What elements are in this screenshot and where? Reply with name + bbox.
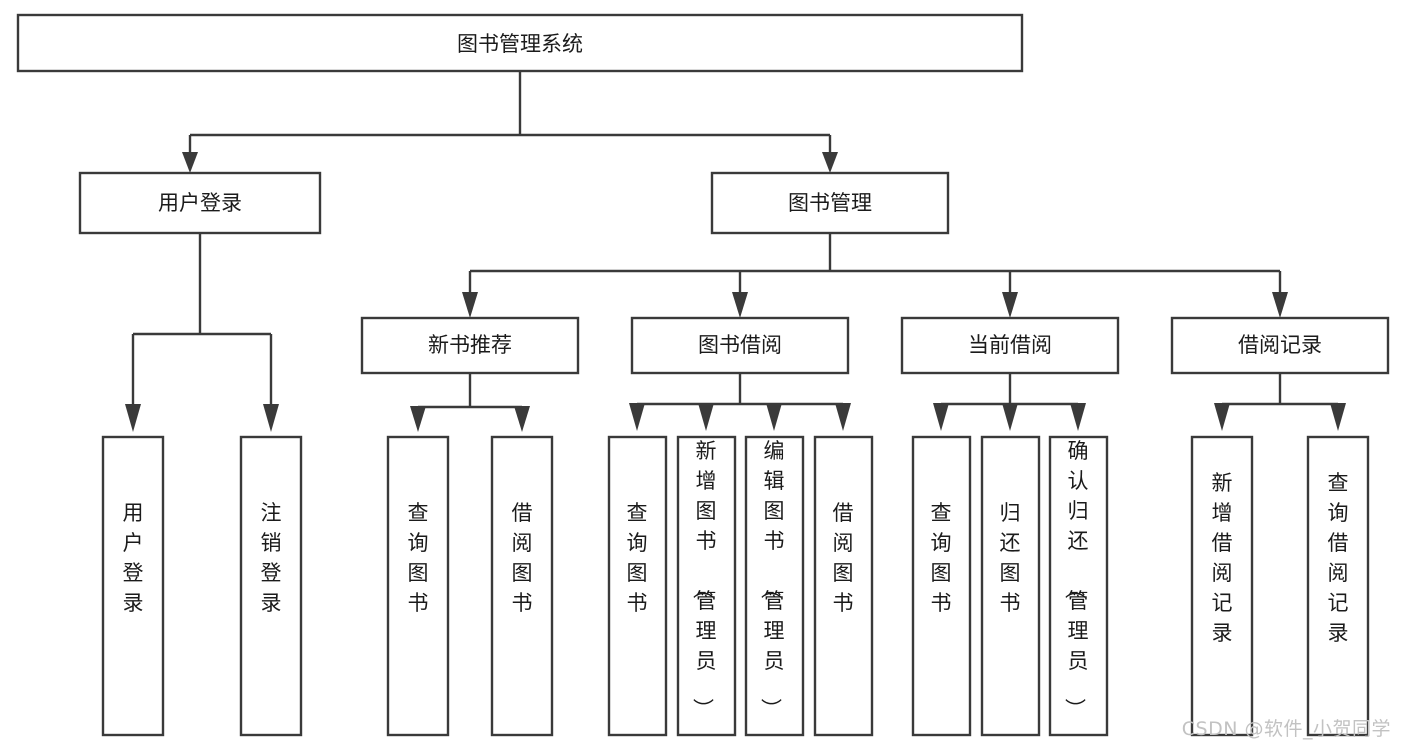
node-leaf-add-book-box[interactable]: [676, 435, 737, 737]
node-new-book-recommend-label: 新书推荐: [428, 333, 512, 357]
node-leaf-confirm-return[interactable]: 确认归还（管理员）: [1048, 435, 1109, 737]
arrow-bb-leaf-1: [629, 403, 645, 431]
arrow-bb-leaf-3: [766, 403, 782, 431]
node-leaf-confirm-return-label: 确认归还（管理员）: [1063, 439, 1089, 719]
node-leaf-confirm-return-box[interactable]: [1048, 435, 1109, 737]
node-user-login-box[interactable]: [78, 171, 322, 235]
node-leaf-query-book-3-box[interactable]: [911, 435, 972, 737]
arrow-br-leaf-2: [1330, 403, 1346, 431]
node-leaf-borrow-book-2[interactable]: 借阅图书: [813, 435, 874, 737]
node-book-borrow[interactable]: 图书借阅: [630, 316, 850, 375]
node-leaf-add-record-box[interactable]: [1190, 435, 1254, 737]
node-user-login[interactable]: 用户登录: [78, 171, 322, 235]
node-new-book-recommend-box[interactable]: [360, 316, 580, 375]
arrow-cb-leaf-1: [933, 403, 949, 431]
node-leaf-add-record[interactable]: 新增借阅记录: [1190, 435, 1254, 737]
node-leaf-query-book-2-label: 查询图书: [627, 501, 648, 615]
node-leaf-borrow-book-2-box[interactable]: [813, 435, 874, 737]
node-leaf-edit-book[interactable]: 编辑图书（管理员）: [744, 435, 805, 737]
arrow-root-to-book-manage: [822, 152, 838, 173]
node-leaf-add-book[interactable]: 新增图书（管理员）: [676, 435, 737, 737]
node-leaf-query-book-2-box[interactable]: [607, 435, 668, 737]
arrow-user-login-leaf-2: [263, 404, 279, 432]
node-leaf-edit-book-box[interactable]: [744, 435, 805, 737]
node-leaf-return-book[interactable]: 归还图书: [980, 435, 1041, 737]
node-current-borrow[interactable]: 当前借阅: [900, 316, 1120, 375]
node-leaf-borrow-book-1-label: 借阅图书: [512, 501, 533, 615]
node-leaf-borrow-book-2-label: 借阅图书: [833, 501, 854, 615]
node-book-manage-box[interactable]: [710, 171, 950, 235]
arrow-bb-leaf-4: [835, 403, 851, 431]
node-current-borrow-box[interactable]: [900, 316, 1120, 375]
node-leaf-query-book-1[interactable]: 查询图书: [386, 435, 450, 737]
node-borrow-record[interactable]: 借阅记录: [1170, 316, 1390, 375]
node-root-box[interactable]: [16, 13, 1024, 73]
node-book-borrow-label: 图书借阅: [698, 333, 782, 357]
node-book-manage-label: 图书管理: [788, 191, 872, 215]
node-leaf-query-book-3-label: 查询图书: [931, 501, 952, 615]
arrow-cb-leaf-3: [1070, 403, 1086, 431]
node-leaf-user-login-box[interactable]: [101, 435, 165, 737]
node-root-label: 图书管理系统: [457, 32, 583, 56]
connectors-layer: [125, 71, 1346, 432]
node-leaf-query-record-box[interactable]: [1306, 435, 1370, 737]
arrow-user-login-leaf-1: [125, 404, 141, 432]
node-root[interactable]: 图书管理系统: [16, 13, 1024, 73]
arrow-root-to-user-login: [182, 152, 198, 173]
arrow-nbr-leaf-1: [410, 406, 426, 432]
node-leaf-logout-login-label: 注销登录: [261, 501, 282, 615]
node-leaf-borrow-book-1-box[interactable]: [490, 435, 554, 737]
node-leaf-query-book-1-label: 查询图书: [408, 501, 429, 615]
node-borrow-record-box[interactable]: [1170, 316, 1390, 375]
node-book-manage[interactable]: 图书管理: [710, 171, 950, 235]
node-book-borrow-box[interactable]: [630, 316, 850, 375]
node-leaf-edit-book-label: 编辑图书（管理员）: [759, 439, 785, 719]
node-leaf-logout-login[interactable]: 注销登录: [239, 435, 303, 737]
node-leaf-add-book-label: 新增图书（管理员）: [691, 439, 717, 719]
node-leaf-query-record[interactable]: 查询借阅记录: [1306, 435, 1370, 737]
arrow-bm-to-new-book: [462, 292, 478, 318]
arrow-nbr-leaf-2: [514, 406, 530, 432]
node-leaf-borrow-book-1[interactable]: 借阅图书: [490, 435, 554, 737]
node-new-book-recommend[interactable]: 新书推荐: [360, 316, 580, 375]
node-leaf-query-book-2[interactable]: 查询图书: [607, 435, 668, 737]
node-current-borrow-label: 当前借阅: [968, 333, 1052, 357]
node-leaf-return-book-label: 归还图书: [1000, 501, 1021, 615]
arrow-bm-to-current-borrow: [1002, 292, 1018, 318]
node-leaf-query-book-1-box[interactable]: [386, 435, 450, 737]
node-borrow-record-label: 借阅记录: [1238, 333, 1322, 357]
node-leaf-logout-login-box[interactable]: [239, 435, 303, 737]
arrow-bm-to-book-borrow: [732, 292, 748, 318]
csdn-watermark: CSDN @软件_小贺同学: [1181, 718, 1391, 740]
node-leaf-user-login[interactable]: 用户登录: [101, 435, 165, 737]
node-leaf-user-login-label: 用户登录: [123, 501, 144, 615]
node-leaf-return-book-box[interactable]: [980, 435, 1041, 737]
node-user-login-label: 用户登录: [158, 191, 242, 215]
node-leaf-add-record-label: 新增借阅记录: [1212, 471, 1233, 645]
arrow-cb-leaf-2: [1002, 403, 1018, 431]
arrow-bm-to-borrow-record: [1272, 292, 1288, 318]
nodes-layer: 图书管理系统 用户登录 图书管理 新书推荐 图书借阅: [16, 13, 1390, 737]
arrow-br-leaf-1: [1214, 403, 1230, 431]
node-leaf-query-record-label: 查询借阅记录: [1328, 471, 1349, 645]
node-leaf-query-book-3[interactable]: 查询图书: [911, 435, 972, 737]
arrow-bb-leaf-2: [698, 403, 714, 431]
